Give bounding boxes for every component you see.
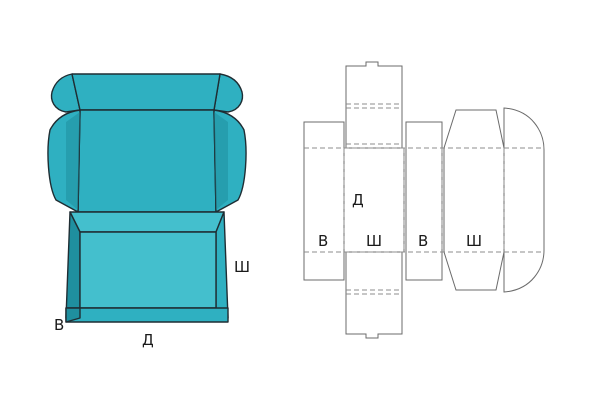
lid-ear-left (50, 73, 81, 113)
net-right-tuck (503, 107, 545, 293)
net-panel-right-height (405, 121, 443, 281)
tray-floor (79, 231, 217, 309)
net-label-length: Д (352, 191, 364, 209)
net-panel-right-width (443, 109, 505, 291)
net-label-width-1: Ш (366, 232, 382, 250)
net-label-height-left: В (318, 232, 328, 250)
lid-tuck-flap (71, 73, 221, 111)
net-panel-left-height (303, 121, 345, 281)
tray-front-lip (65, 307, 81, 323)
flat-net-illustration: Д В Ш В Ш (303, 61, 545, 339)
box-label-length: Д (142, 331, 154, 349)
lid-side-flap-left-inner (66, 112, 80, 210)
open-box-illustration: В Д Ш (47, 73, 250, 349)
tray-right-wall (215, 211, 229, 319)
net-bottom-tuck (345, 251, 403, 339)
lid-ear-right (213, 73, 244, 113)
tray-front-wall (65, 307, 229, 323)
net-label-width-2: Ш (466, 232, 482, 250)
net-top-tuck (345, 61, 403, 149)
box-label-height: В (54, 316, 64, 334)
net-label-height-right: В (418, 232, 428, 250)
box-label-width: Ш (234, 258, 250, 276)
lid-panel (77, 109, 217, 213)
tray-back-wall (69, 211, 225, 233)
lid-side-flap-right-inner (214, 112, 228, 210)
tray-left-wall (65, 211, 81, 319)
